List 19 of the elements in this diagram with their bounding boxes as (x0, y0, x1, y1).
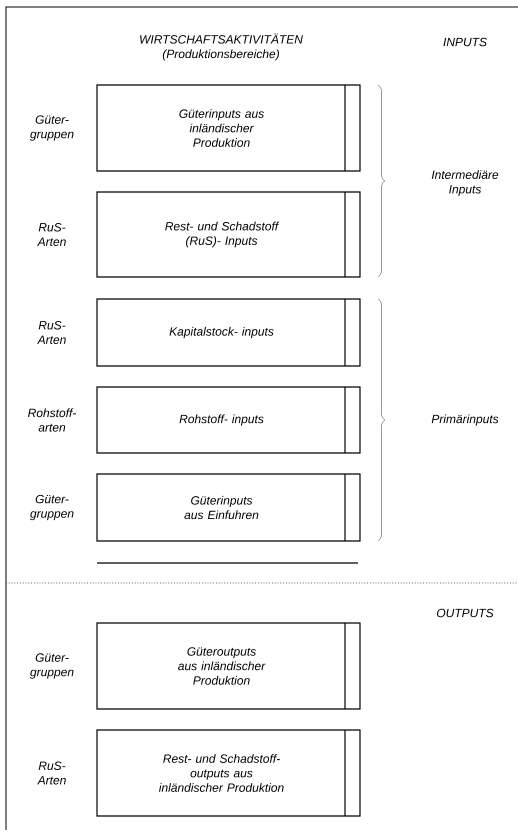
table-row-box: Rohstoff- inputs (96, 386, 361, 454)
row-label: Rohstoff- arten (28, 408, 76, 432)
column-heading: WIRTSCHAFTSAKTIVITÄTEN (Produktionsbereiche) (140, 34, 303, 60)
table-row-box: Rest- und Schadstoff- outputs aus inländischer Produktion (96, 729, 361, 817)
row-label: Güter- gruppen (30, 115, 74, 141)
group-label: Primärinputs (432, 414, 498, 426)
row-label: RuS- Arten (37, 223, 66, 246)
row-label: RuS- Arten (37, 762, 66, 784)
table-row-box: Rest- und Schadstoff (RuS)- Inputs (96, 191, 361, 278)
table-row-box: Güteroutputs aus inländischer Produktion (96, 622, 361, 710)
table-row-box: Güterinputs aus Einfuhren (96, 473, 361, 542)
row-label: Güter- gruppen (30, 653, 74, 679)
table-row-box: Kapitalstock- inputs (96, 298, 361, 367)
section-heading: INPUTS (443, 38, 487, 46)
section-heading: OUTPUTS (436, 608, 494, 618)
group-label: Intermediäre Inputs (432, 170, 498, 196)
row-label: Güter- gruppen (30, 494, 74, 520)
table-row-box: Güterinputs aus inländischer Produktion (96, 84, 361, 172)
row-label: RuS- Arten (37, 321, 66, 344)
